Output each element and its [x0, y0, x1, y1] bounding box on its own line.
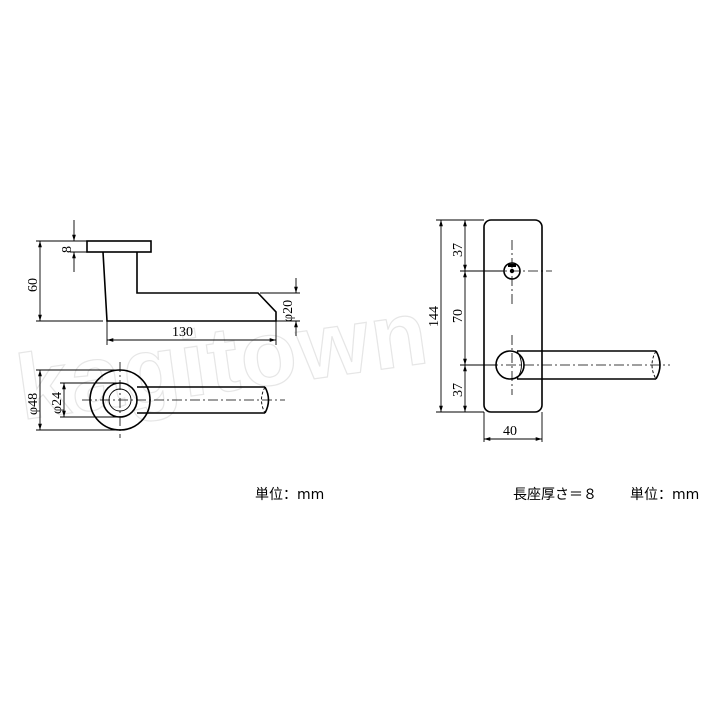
side-view: 60 8 130 φ20	[26, 220, 300, 345]
upper-offset-dimension: 37	[451, 243, 466, 257]
unit-note-right: 単位：mm	[630, 487, 699, 503]
length-dimension: 130	[172, 325, 193, 340]
lever-diameter-dimension: φ20	[281, 300, 296, 322]
height-dimension: 60	[26, 278, 41, 292]
center-distance-dimension: 70	[451, 309, 466, 323]
plate-width-dimension: 40	[503, 424, 517, 439]
watermark-text: kagitown	[10, 281, 435, 440]
backplate	[483, 219, 543, 413]
rose-base	[86, 240, 152, 253]
base-thickness-dimension: 8	[60, 246, 75, 253]
plate-view: 144 37 70 37 40	[427, 219, 670, 442]
plate-height-dimension: 144	[427, 306, 442, 327]
rose-diameter-dimension: φ48	[26, 393, 41, 415]
plate-thickness-note: 長座厚さ＝８	[513, 487, 597, 503]
spindle-diameter-dimension: φ24	[50, 392, 65, 414]
lower-offset-dimension: 37	[451, 383, 466, 397]
unit-note-left: 単位：mm	[255, 487, 324, 503]
front-view: φ48 φ24	[26, 362, 285, 438]
